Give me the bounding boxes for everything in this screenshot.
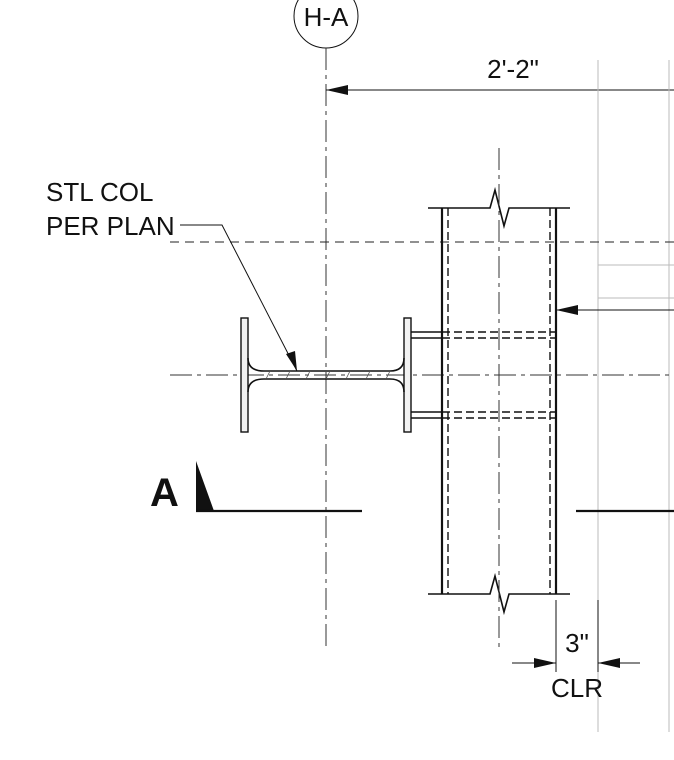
- top-dimension-text: 2'-2": [487, 54, 539, 84]
- connection-plates: [411, 331, 556, 419]
- callout-line-2: PER PLAN: [46, 211, 175, 241]
- clearance-dimension: 3" CLR: [512, 600, 640, 703]
- reference-lines-right: [597, 60, 674, 732]
- grid-bubble-label: H-A: [304, 2, 349, 32]
- section-mark: A: [150, 461, 674, 515]
- callout-leader: [180, 224, 298, 372]
- clearance-note: CLR: [551, 673, 603, 703]
- face-pointer: [556, 305, 674, 315]
- column-callout: STL COL PER PLAN: [46, 177, 298, 372]
- grid-bubble: H-A: [293, 0, 359, 49]
- section-mark-label: A: [150, 471, 179, 515]
- hss-member: [428, 148, 570, 648]
- top-dimension: 2'-2": [326, 54, 674, 95]
- clearance-value: 3": [565, 628, 589, 658]
- callout-arrowhead: [286, 351, 297, 371]
- callout-line-1: STL COL: [46, 177, 153, 207]
- steel-column-section: [240, 317, 412, 433]
